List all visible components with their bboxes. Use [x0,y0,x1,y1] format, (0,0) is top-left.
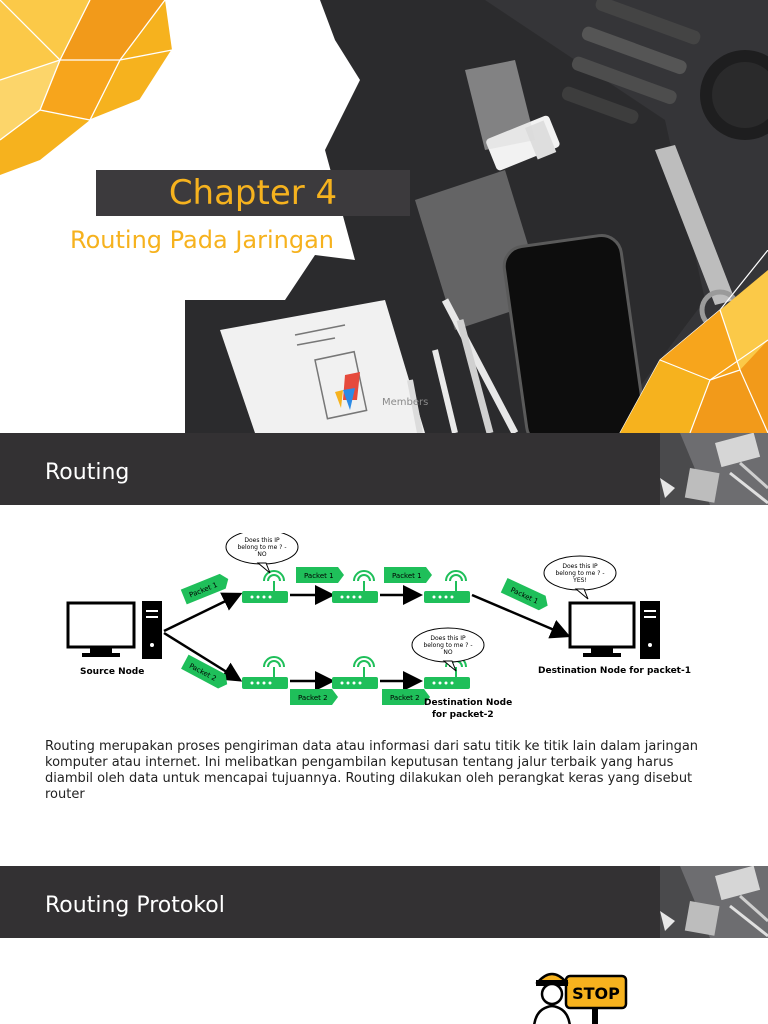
orange-polygon-bottom-right [619,250,768,433]
speech-bubble-no-1: Does this IP belong to me ? - NO [225,533,299,574]
chapter-title: Chapter 4 [168,173,338,213]
svg-text:NO: NO [257,551,266,558]
source-node-label: Source Node [80,667,144,677]
svg-text:YES!: YES! [572,577,587,584]
svg-text:belong to me ? -: belong to me ? - [238,544,287,551]
routing-description: Routing merupakan proses pengiriman data… [45,739,699,802]
router-top-1 [242,570,288,603]
svg-text:Does this IP: Does this IP [562,563,598,570]
section-header-routing-protokol: Routing Protokol [0,866,768,938]
routing-diagram: Source Node Destination Node for packet-… [66,533,691,720]
traffic-officer-stop-icon: STOP [533,972,628,1024]
dest1-label: Destination Node for packet-1 [538,666,691,676]
dest2-label-line1: Destination Node [424,698,512,708]
routing-protokol-slide: STOP [0,938,768,1024]
title-box: Chapter 4 [96,170,410,216]
members-label: Members [382,397,429,408]
packet-tag-1b: Packet 1 [296,567,344,583]
packet-tag-2c: Packet 2 [382,689,430,705]
svg-text:Packet 2: Packet 2 [298,694,328,702]
packet-tag-2b: Packet 2 [290,689,338,705]
header-photo [660,433,768,505]
orange-polygon-top-left [0,0,180,176]
router-top-3 [424,570,470,603]
speech-bubble-no-2: Does this IP belong to me ? - NO [411,627,485,672]
router-bottom-1 [242,656,288,689]
section-header-routing: Routing [0,433,768,505]
packet-tag-1a: Packet 1 [180,573,229,605]
dest2-label-line2: for packet-2 [432,710,494,720]
svg-text:belong to me ? -: belong to me ? - [424,642,473,649]
desk-photo [185,0,768,433]
section-title-routing-protokol: Routing Protokol [45,893,225,918]
router-top-2 [332,570,378,603]
svg-text:belong to me ? -: belong to me ? - [556,570,605,577]
router-bottom-2 [332,656,378,689]
svg-text:Packet 2: Packet 2 [390,694,420,702]
packet-tag-1d: Packet 1 [500,578,548,611]
source-computer [66,601,162,659]
svg-text:Packet 1: Packet 1 [304,572,334,580]
routing-slide: Source Node Destination Node for packet-… [0,505,768,867]
speech-bubble-yes: Does this IP belong to me ? - YES! [543,555,617,600]
stop-sign-text: STOP [572,984,620,1003]
destination-computer [568,601,660,659]
svg-text:NO: NO [443,649,452,656]
packet-tag-1c: Packet 1 [384,567,432,583]
section-title-routing: Routing [45,460,130,485]
svg-text:Does this IP: Does this IP [430,635,466,642]
title-slide: Chapter 4 Routing Pada Jaringan Members [0,0,768,433]
header-photo [660,866,768,938]
svg-text:Packet 1: Packet 1 [392,572,422,580]
svg-text:Does this IP: Does this IP [244,537,280,544]
chapter-subtitle: Routing Pada Jaringan [70,226,334,254]
